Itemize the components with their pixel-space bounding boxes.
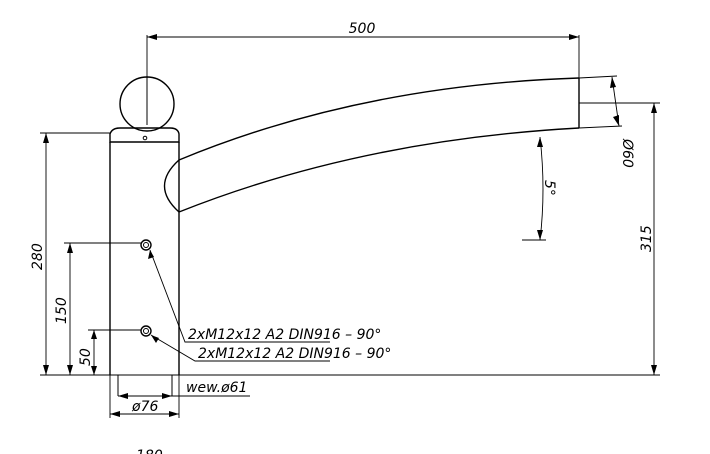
dim-outer-diameter-text: ø76 [131, 399, 158, 415]
column-cap [109, 127, 180, 143]
dim-tube-diameter-text: Ø60 [619, 138, 635, 168]
ball-finial [119, 76, 175, 132]
dim-arm-length: 500 [146, 21, 580, 78]
bolt-hole-lower [140, 325, 152, 337]
callout-leader-lower [150, 334, 330, 362]
dim-hole-upper-text: 150 [54, 297, 70, 324]
dim-arm-length-text: 500 [349, 21, 376, 37]
dim-hole-upper: 150 [54, 242, 141, 375]
cropped-label: 180 [136, 448, 163, 454]
dim-overall-height: 315 [579, 102, 660, 375]
dim-column-height: 280 [30, 132, 110, 375]
column [109, 142, 180, 396]
dim-hole-lower-text: 50 [78, 348, 94, 366]
dim-hole-lower: 50 [78, 329, 141, 375]
dim-inner-diameter: wew.ø61 [118, 380, 250, 399]
dim-arm-angle: 5° [522, 136, 557, 241]
dim-overall-height-text: 315 [639, 225, 655, 252]
dim-column-height-text: 280 [30, 243, 46, 270]
callout-upper-text: 2xM12x12 A2 DIN916 – 90° [188, 327, 381, 343]
dim-inner-diameter-text: wew.ø61 [186, 380, 247, 396]
callout-leader-upper [148, 249, 330, 343]
dim-outer-diameter: ø76 [109, 375, 180, 418]
dim-tube-diameter: Ø60 [578, 75, 635, 168]
dim-arm-angle-text: 5° [541, 180, 557, 196]
callout-lower-text: 2xM12x12 A2 DIN916 – 90° [198, 346, 391, 362]
bolt-hole-upper [140, 239, 152, 251]
curved-arm [163, 77, 580, 213]
